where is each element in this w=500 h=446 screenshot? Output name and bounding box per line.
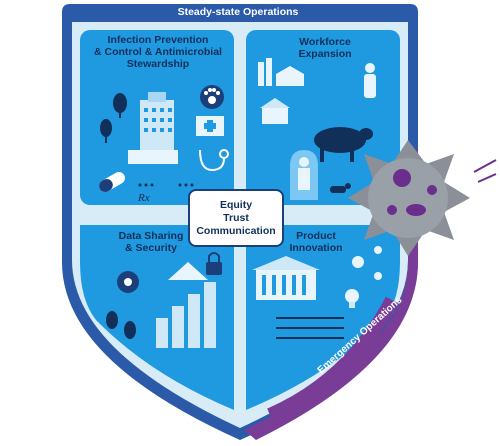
center-communication: Communication xyxy=(196,224,276,237)
quadrant-product-title: Product Innovation xyxy=(289,230,343,254)
quadrant-ipc-title: Infection Prevention & Control & Antimic… xyxy=(94,34,222,70)
pill-capsule-icon xyxy=(99,172,125,192)
motion-lines xyxy=(473,159,497,183)
person-worker-icon xyxy=(364,63,376,98)
grass-dots xyxy=(138,183,194,187)
field-rows xyxy=(276,317,344,339)
quadrant-data-title: Data Sharing & Security xyxy=(118,230,184,254)
stethoscope-icon xyxy=(199,149,229,172)
quadrant-workforce-title: Workforce Expansion xyxy=(298,36,352,60)
museum-building-icon xyxy=(252,256,320,300)
gear-icon xyxy=(117,271,139,293)
cow-icon xyxy=(314,127,373,162)
steady-state-banner: Steady-state Operations xyxy=(177,6,299,18)
veterinarian-icon xyxy=(290,150,318,200)
dog-icon xyxy=(330,183,351,193)
paw-print-icon xyxy=(200,85,224,109)
center-trust: Trust xyxy=(223,211,249,224)
lightbulb-icon xyxy=(345,289,359,308)
hospital-building-icon xyxy=(128,92,224,164)
molecule-icon xyxy=(352,246,382,280)
rx-label: Rx xyxy=(138,192,150,204)
padlock-icon xyxy=(206,252,222,275)
farm-barn-icon xyxy=(258,58,304,124)
mountain-icon xyxy=(168,262,208,280)
center-values-box: Equity Trust Communication xyxy=(188,189,284,247)
data-trees-icon xyxy=(106,311,136,339)
tree-icon xyxy=(100,93,127,143)
virus-icon xyxy=(348,140,470,256)
bar-buildings-icon xyxy=(156,282,216,348)
center-equity: Equity xyxy=(219,198,253,211)
